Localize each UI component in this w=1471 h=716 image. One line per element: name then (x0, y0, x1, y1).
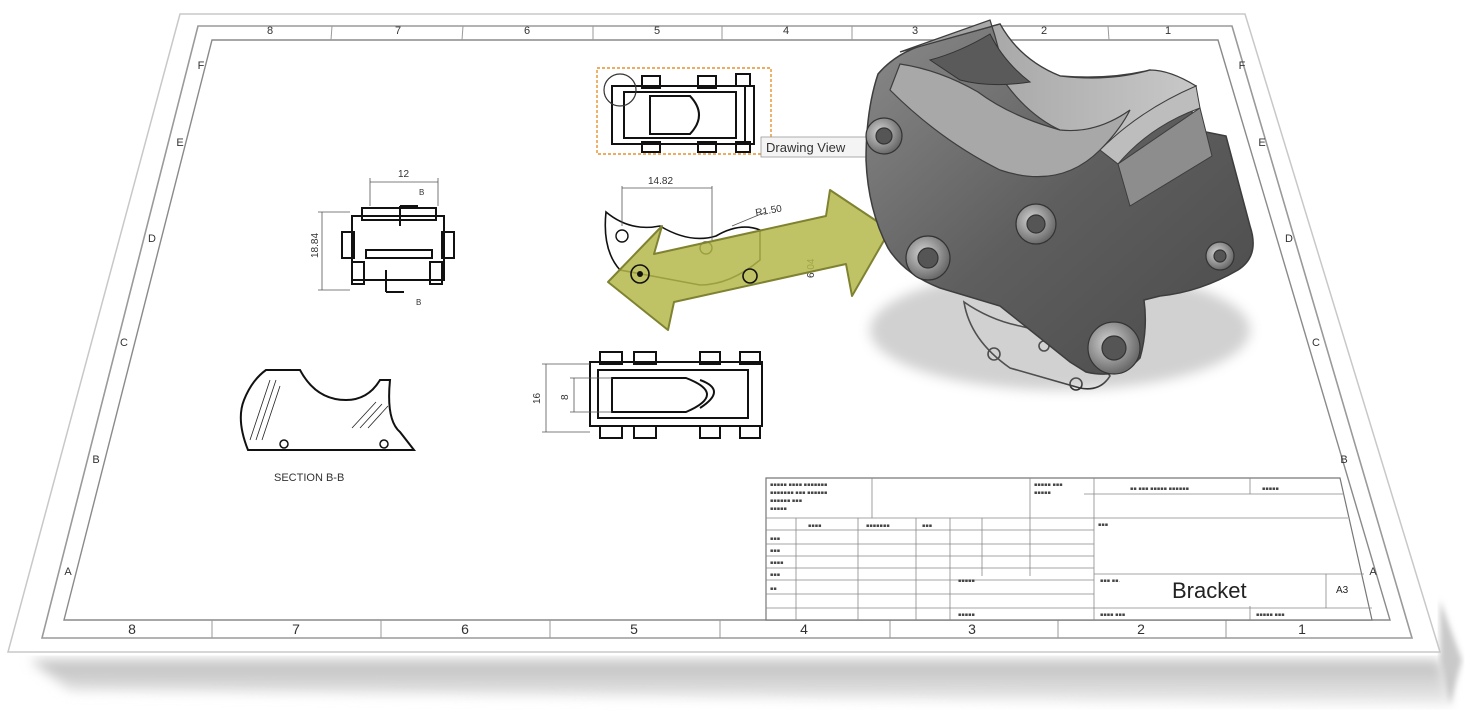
svg-text:▪▪▪: ▪▪▪ (770, 572, 780, 578)
drawing-view-section-b-b[interactable]: SECTION B-B (239, 369, 417, 484)
sheet-border-outer (40, 25, 1414, 639)
tooltip-text: Drawing View (766, 140, 846, 155)
zone-bottom-7: 7 (292, 621, 300, 637)
zone-bottom-2: 2 (1137, 621, 1145, 637)
svg-text:▪▪▪: ▪▪▪ (770, 548, 780, 554)
zone-top-6: 6 (524, 25, 530, 37)
svg-text:▪▪▪▪▪: ▪▪▪▪▪ (958, 612, 975, 618)
svg-text:▪▪▪ ▪▪.: ▪▪▪ ▪▪. (1100, 578, 1121, 584)
zone-top-1: 1 (1165, 25, 1171, 37)
svg-text:▪▪▪▪: ▪▪▪▪ (808, 523, 822, 529)
zone-top-4: 4 (783, 25, 789, 37)
drawing-view-side-left[interactable]: 12 18.84 B B (310, 169, 455, 307)
zone-top-7: 7 (395, 25, 401, 37)
svg-text:▪▪▪: ▪▪▪ (770, 536, 780, 542)
svg-text:▪▪▪▪: ▪▪▪▪ (770, 560, 784, 566)
drawing-view-top-selected[interactable] (596, 67, 772, 155)
svg-text:▪▪▪: ▪▪▪ (1098, 522, 1108, 528)
section-label: SECTION B-B (274, 472, 344, 484)
section-arrow-b-top: B (419, 188, 424, 197)
row-left-E: E (176, 137, 183, 149)
svg-text:▪▪▪▪▪▪▪ ▪▪▪ ▪▪▪▪▪▪: ▪▪▪▪▪▪▪ ▪▪▪ ▪▪▪▪▪▪ (770, 490, 827, 496)
sheet-border-inner (63, 39, 1391, 621)
row-left-F: F (198, 60, 205, 72)
dim-16[interactable]: 16 (532, 392, 543, 404)
svg-text:▪▪▪: ▪▪▪ (922, 523, 932, 529)
dim-14-82[interactable]: 14.82 (648, 176, 673, 187)
zone-bottom-8: 8 (128, 621, 136, 637)
dim-12[interactable]: 12 (398, 169, 410, 180)
row-left-B: B (92, 454, 99, 466)
svg-text:▪▪▪▪▪: ▪▪▪▪▪ (770, 506, 787, 512)
row-left-C: C (120, 337, 128, 349)
zone-top-5: 5 (654, 25, 660, 37)
title-block-part-name: Bracket (1172, 578, 1247, 603)
svg-text:▪▪▪▪▪ ▪▪▪▪ ▪▪▪▪▪▪▪: ▪▪▪▪▪ ▪▪▪▪ ▪▪▪▪▪▪▪ (770, 482, 827, 488)
section-arrow-b-bottom: B (416, 298, 421, 307)
row-right-D: D (1285, 233, 1293, 245)
zone-top-2: 2 (1041, 25, 1047, 37)
row-right-C: C (1312, 337, 1320, 349)
title-block: ▪▪▪▪▪ ▪▪▪▪ ▪▪▪▪▪▪▪ ▪▪▪▪▪▪▪ ▪▪▪ ▪▪▪▪▪▪ ▪▪… (765, 477, 1373, 621)
row-left-D: D (148, 233, 156, 245)
svg-text:▪▪▪▪▪ ▪▪▪: ▪▪▪▪▪ ▪▪▪ (1256, 612, 1285, 618)
row-right-B: B (1340, 454, 1347, 466)
dim-r1-50[interactable]: R1.50 (755, 203, 784, 219)
svg-text:▪▪▪▪▪: ▪▪▪▪▪ (958, 578, 975, 584)
zone-bottom-6: 6 (461, 621, 469, 637)
zone-top-3: 3 (912, 25, 918, 37)
row-left-A: A (64, 566, 72, 578)
title-block-sheet-size: A3 (1336, 585, 1349, 596)
svg-text:▪▪: ▪▪ (770, 586, 777, 592)
row-right-A: A (1369, 566, 1377, 578)
svg-text:▪▪ ▪▪▪ ▪▪▪▪▪ ▪▪▪▪▪▪: ▪▪ ▪▪▪ ▪▪▪▪▪ ▪▪▪▪▪▪ (1130, 486, 1189, 492)
bracket-3d-model[interactable] (865, 19, 1254, 390)
row-right-F: F (1239, 60, 1246, 72)
svg-text:▪▪▪▪▪▪ ▪▪▪: ▪▪▪▪▪▪ ▪▪▪ (770, 498, 802, 504)
zone-top-8: 8 (267, 25, 273, 37)
dim-8[interactable]: 8 (560, 394, 571, 400)
zone-bottom-4: 4 (800, 621, 808, 637)
zone-bottom-3: 3 (968, 621, 976, 637)
dim-18-84[interactable]: 18.84 (310, 233, 321, 258)
svg-text:▪▪▪▪ ▪▪▪: ▪▪▪▪ ▪▪▪ (1100, 612, 1125, 618)
zone-bottom-1: 1 (1298, 621, 1306, 637)
svg-text:▪▪▪▪▪: ▪▪▪▪▪ (1034, 490, 1051, 496)
drawing-view-bottom[interactable]: 16 8 (532, 351, 763, 439)
svg-text:▪▪▪▪▪▪▪: ▪▪▪▪▪▪▪ (866, 523, 890, 529)
drawing-view-tooltip: Drawing View (760, 136, 872, 158)
svg-text:▪▪▪▪▪ ▪▪▪: ▪▪▪▪▪ ▪▪▪ (1034, 482, 1063, 488)
row-right-E: E (1258, 137, 1265, 149)
svg-text:▪▪▪▪▪: ▪▪▪▪▪ (1262, 486, 1279, 492)
zone-bottom-5: 5 (630, 621, 638, 637)
sheet-shadow (30, 660, 1452, 705)
